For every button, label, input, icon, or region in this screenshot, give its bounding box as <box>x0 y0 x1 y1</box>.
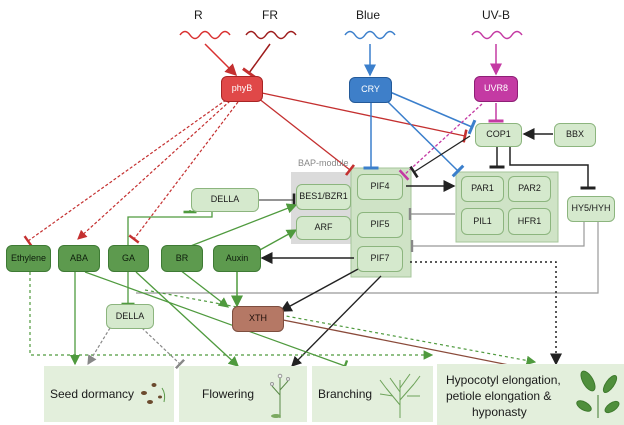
edge-phyb-pif4 <box>257 97 356 176</box>
node-ga: GA <box>108 245 149 272</box>
outcome-box-branching <box>312 366 433 422</box>
edge-phyb-aba <box>77 100 231 240</box>
bap-module-label: BAP-module <box>298 158 349 168</box>
node-cop1: COP1 <box>475 123 522 147</box>
node-uvr8: UVR8 <box>474 76 518 102</box>
edge-della-seed <box>87 327 111 366</box>
edge-br-xth <box>179 269 230 308</box>
edge-phyb-cop1 <box>261 92 468 143</box>
node-pil1: PIL1 <box>461 208 504 235</box>
outcome-hypocotyl-line3: hyponasty <box>472 405 527 419</box>
outcome-box-seed-dormancy <box>44 366 174 422</box>
node-phyb: phyB <box>221 76 263 102</box>
node-hfr1: HFR1 <box>508 208 551 235</box>
node-bbx: BBX <box>554 123 596 147</box>
signal-label-blue: Blue <box>356 8 381 22</box>
edge-cop1-hy5 <box>509 147 596 190</box>
uvb-light-wave <box>471 30 523 40</box>
node-arf: ARF <box>296 216 351 240</box>
edge-ga-flowering <box>135 271 239 367</box>
node-pif5: PIF5 <box>357 212 403 238</box>
far-red-light-wave <box>245 30 297 40</box>
edge-ga-della-top <box>127 210 213 245</box>
edge-auxin-arf <box>257 229 298 252</box>
edge-phyb-ethylene <box>23 99 227 247</box>
node-auxin: Auxin <box>213 245 261 272</box>
edge-cop1-pif <box>409 135 471 179</box>
edge-uvr8-pif4 <box>398 103 483 181</box>
node-par2: PAR2 <box>508 176 551 202</box>
outcome-flowering: Flowering <box>202 387 255 401</box>
edge-cry-par <box>385 99 465 178</box>
edge-br-bes1 <box>187 203 298 248</box>
edge-xth-hypocotyl <box>282 319 536 374</box>
edge-aba-branching <box>84 271 349 373</box>
node-della-bottom: DELLA <box>106 304 154 329</box>
red-light-wave <box>179 30 231 40</box>
edge-ga-hypocotyl <box>144 289 537 366</box>
node-della-top: DELLA <box>191 188 259 212</box>
node-pif7: PIF7 <box>357 246 403 272</box>
outcome-branching: Branching <box>318 387 373 401</box>
edge-hy5-hypocotyl <box>136 221 599 294</box>
hypocotyl-plant-illustration <box>576 370 620 418</box>
node-pif4: PIF4 <box>357 174 403 200</box>
outcome-box-flowering <box>179 366 307 422</box>
node-par1: PAR1 <box>461 176 504 202</box>
edge-pif7-xth <box>279 267 361 312</box>
signal-label-r: R <box>194 8 203 22</box>
outcome-box-hypocotyl <box>437 364 624 425</box>
edge-red-phyb <box>204 43 238 77</box>
edge-cry-cop1 <box>389 91 477 135</box>
edge-hy5-pif7 <box>410 221 585 252</box>
outcome-hypocotyl-line2: petiole elongation & <box>446 389 552 403</box>
node-hy5-hyh: HY5/HYH <box>567 196 615 222</box>
edge-farred-phyb <box>242 43 271 79</box>
node-bes1-bzr1: BES1/BZR1 <box>296 184 351 210</box>
edge-pif7-hypocotyl <box>410 261 562 366</box>
seed-illustration <box>141 383 166 404</box>
edge-pif7-flowering <box>291 275 382 367</box>
node-br: BR <box>161 245 203 272</box>
node-aba: ABA <box>58 245 100 272</box>
signal-label-fr: FR <box>262 8 278 22</box>
edge-della-flowering <box>141 327 185 370</box>
node-ethylene: Ethylene <box>6 245 51 272</box>
flowering-plant-illustration <box>270 373 290 418</box>
outcome-seed-dormancy: Seed dormancy <box>50 387 135 401</box>
blue-light-wave <box>344 30 396 40</box>
edge-phyb-ga <box>128 101 239 244</box>
branching-plant-illustration <box>379 373 421 418</box>
signal-label-uvb: UV-B <box>482 8 511 22</box>
node-xth: XTH <box>232 306 284 332</box>
edge-ethylene-hypocotyl <box>29 272 434 360</box>
node-cry: CRY <box>349 77 392 103</box>
outcome-hypocotyl-line1: Hypocotyl elongation, <box>446 373 561 387</box>
